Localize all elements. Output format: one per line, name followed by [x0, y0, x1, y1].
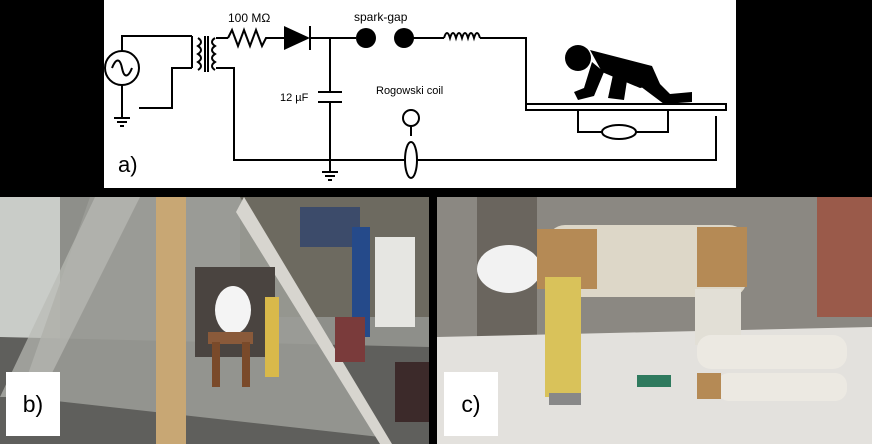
- resistor: [227, 27, 282, 49]
- panel-b-label: b): [6, 372, 60, 436]
- capacitor-label: 12 µF: [280, 92, 309, 104]
- photo-panel-c: [437, 197, 872, 444]
- spark-gap-label: spark-gap: [354, 10, 408, 24]
- mannequin-front-leg: [545, 277, 581, 397]
- circuit-diagram-panel: 100 MΩ spark-gap 12 µF Rogowski coil a): [104, 0, 736, 188]
- panel-c-label: c): [444, 372, 498, 436]
- spark-gap-electrode-right: [394, 28, 414, 48]
- panel-a-label: a): [118, 152, 138, 177]
- inductor: [443, 32, 481, 42]
- diode: [284, 26, 310, 50]
- mannequin-head: [215, 286, 251, 334]
- ac-source-wave: [111, 59, 133, 77]
- capacitor: [318, 91, 342, 103]
- rogowski-label: Rogowski coil: [376, 85, 443, 97]
- mannequin-head-c: [477, 245, 541, 293]
- resistor-label: 100 MΩ: [228, 11, 270, 25]
- transformer: [191, 36, 217, 72]
- circuit-schematic: 100 MΩ spark-gap 12 µF Rogowski coil a): [104, 10, 727, 181]
- rogowski-coil: [404, 141, 418, 179]
- photo-c-illustration: [437, 197, 872, 444]
- photo-b-illustration: [0, 197, 429, 444]
- ground-bottom: [322, 171, 338, 181]
- spark-gap-electrode-left: [356, 28, 376, 48]
- platform-meter: [601, 124, 637, 140]
- ground-plate: [525, 103, 727, 111]
- photo-panel-b: [0, 197, 429, 444]
- subject-figure: [565, 45, 692, 104]
- ground-left: [114, 117, 130, 127]
- rogowski-meter: [402, 109, 420, 127]
